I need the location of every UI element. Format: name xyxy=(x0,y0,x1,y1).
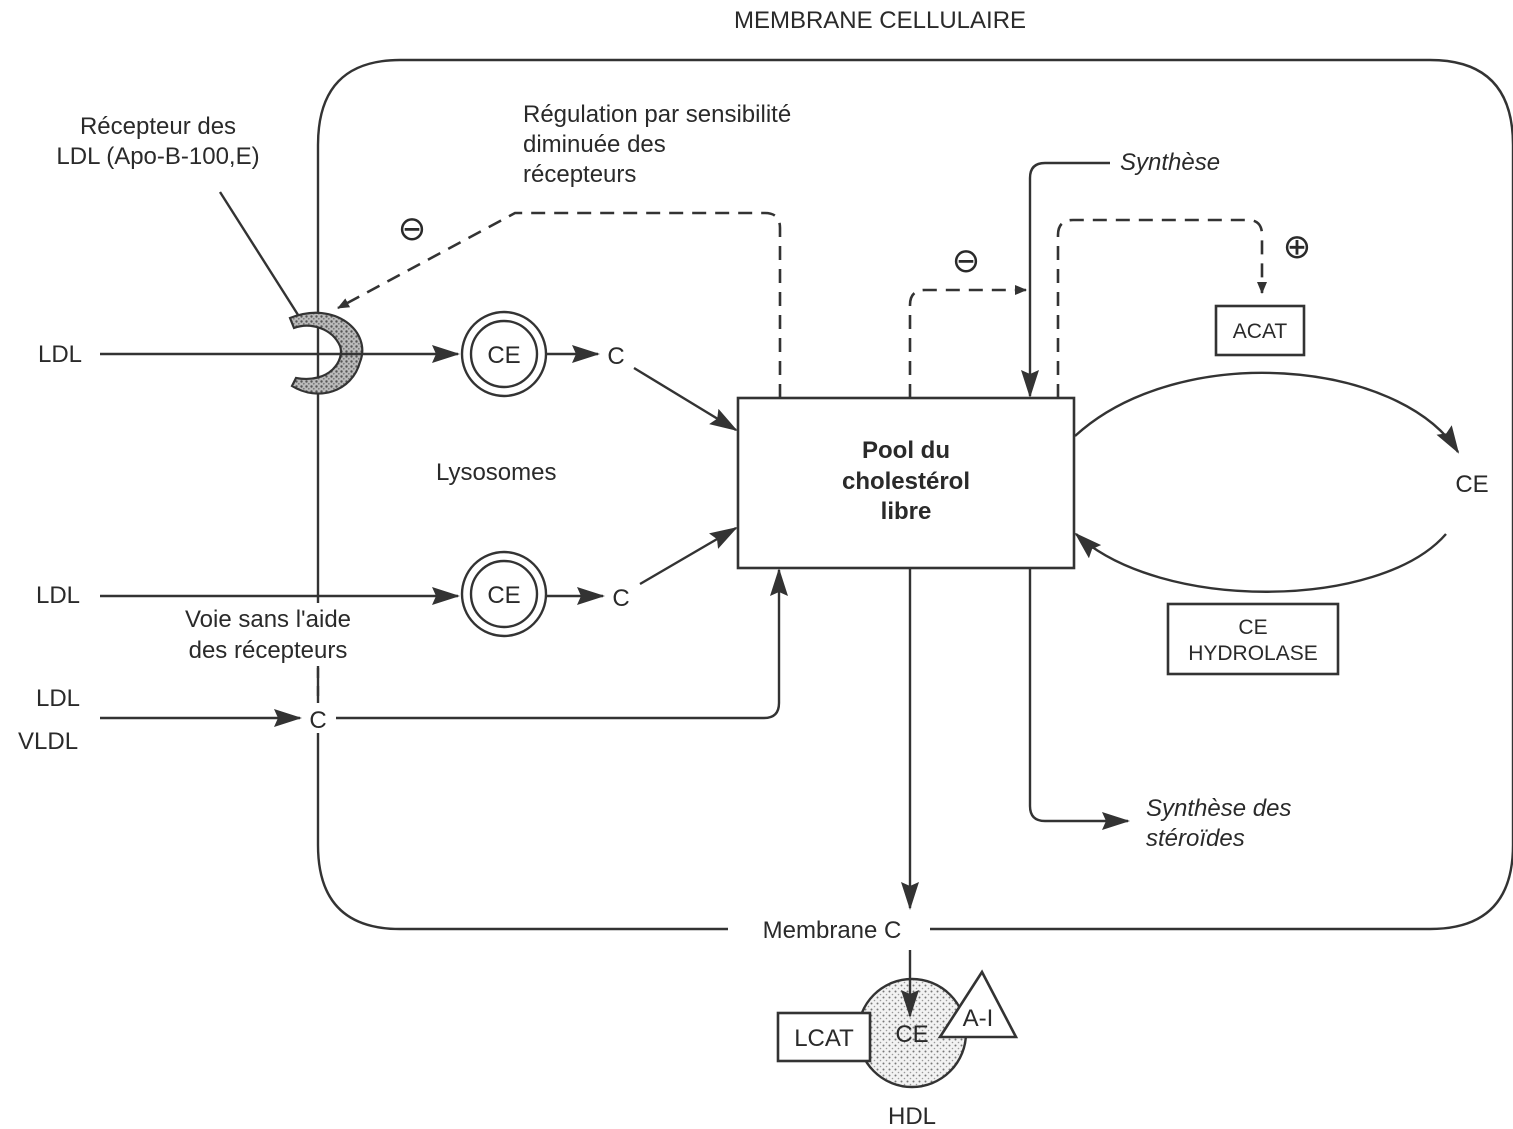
hydrolysis-arrow xyxy=(1074,532,1447,593)
svg-text:libre: libre xyxy=(881,498,932,525)
svg-text:Régulation par sensibilité: Régulation par sensibilité xyxy=(523,101,791,128)
svg-text:Voie sans l'aide: Voie sans l'aide xyxy=(185,606,351,633)
vldl-label: VLDL xyxy=(18,728,78,755)
ldl-label-2: LDL xyxy=(36,582,80,609)
hdl-label: HDL xyxy=(888,1103,936,1129)
ldl-label-1: LDL xyxy=(38,341,82,368)
ce-hydrolase-label: CE HYDROLASE xyxy=(1188,616,1318,665)
ldl-label-3: LDL xyxy=(36,685,80,712)
minus-sign-receptor: ⊖ xyxy=(398,210,427,248)
apo-a1-triangle xyxy=(937,969,1019,1039)
minus-sign-synthese: ⊖ xyxy=(952,242,981,280)
svg-text:Synthèse des: Synthèse des xyxy=(1146,795,1291,822)
acat-label: ACAT xyxy=(1233,320,1288,343)
svg-text:CE: CE xyxy=(487,582,520,609)
lcat-box xyxy=(776,1011,872,1063)
c-to-pool-arrow-1 xyxy=(633,366,738,432)
hdl-ce-label: CE xyxy=(895,1021,928,1048)
ce-label-right: CE xyxy=(1455,471,1488,498)
pool-label: Pool du cholestérol libre xyxy=(842,437,970,525)
regulation-label: Régulation par sensibilité diminuée des … xyxy=(523,101,791,188)
c-label-3: C xyxy=(309,707,326,734)
receptor-pointer-line xyxy=(218,191,302,319)
lysosome-2: CE xyxy=(460,550,548,638)
cell-membrane xyxy=(316,58,1513,931)
svg-text:Récepteur des: Récepteur des xyxy=(80,113,236,140)
svg-text:cholestérol: cholestérol xyxy=(842,468,970,495)
svg-text:Pool du: Pool du xyxy=(862,437,950,464)
apo-a1-label: A-I xyxy=(963,1005,994,1032)
c-to-pool-arrow-3 xyxy=(336,568,788,720)
c-label-2: C xyxy=(612,585,629,612)
lysosome-1: CE xyxy=(460,310,548,398)
synthese-inhibition-dashed xyxy=(908,285,1027,398)
svg-text:stéroïdes: stéroïdes xyxy=(1146,825,1245,852)
svg-text:LDL (Apo-B-100,E): LDL (Apo-B-100,E) xyxy=(56,143,259,170)
synthese-arrow xyxy=(1021,161,1110,398)
synthese-label: Synthèse xyxy=(1120,149,1220,176)
svg-text:récepteurs: récepteurs xyxy=(523,161,636,188)
steroid-synthesis-arrow xyxy=(1028,568,1130,830)
ce-hydrolase-box xyxy=(1166,602,1340,676)
acat-activation-dashed xyxy=(1056,218,1267,398)
ldl-receptor xyxy=(288,311,364,395)
regulation-dashed-arrow xyxy=(337,211,782,398)
receptor-label: Récepteur des LDL (Apo-B-100,E) xyxy=(56,113,259,170)
c-to-pool-arrow-2 xyxy=(639,526,738,586)
svg-text:CE: CE xyxy=(1238,616,1267,639)
svg-text:des récepteurs: des récepteurs xyxy=(189,637,348,664)
pool-box xyxy=(736,396,1076,570)
svg-text:HYDROLASE: HYDROLASE xyxy=(1188,642,1318,665)
membrane-c-label: Membrane C xyxy=(763,917,902,944)
membrane-title: MEMBRANE CELLULAIRE xyxy=(734,7,1026,34)
lcat-label: LCAT xyxy=(794,1025,854,1052)
lysosomes-label: Lysosomes xyxy=(436,459,557,486)
voie-label: Voie sans l'aide des récepteurs xyxy=(185,606,351,664)
steroid-synthesis-label: Synthèse des stéroïdes xyxy=(1146,795,1291,852)
esterification-arrow xyxy=(1074,371,1460,454)
c-label-1: C xyxy=(607,343,624,370)
svg-text:diminuée des: diminuée des xyxy=(523,131,666,158)
svg-text:CE: CE xyxy=(487,342,520,369)
plus-sign-acat: ⊕ xyxy=(1283,228,1312,266)
acat-box xyxy=(1214,304,1306,357)
